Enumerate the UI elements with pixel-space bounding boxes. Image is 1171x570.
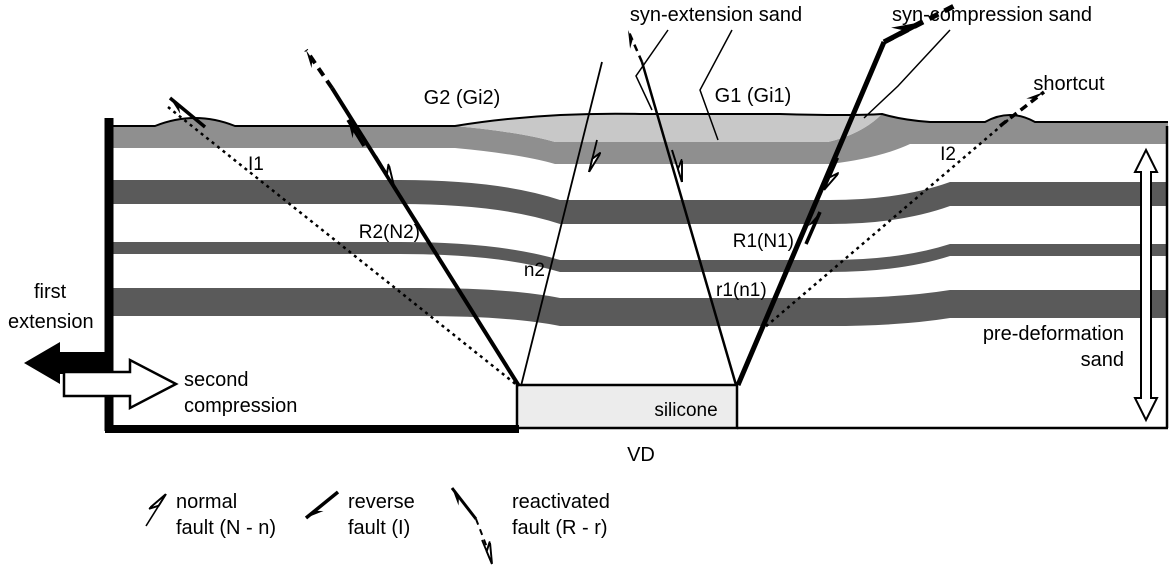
fault-n2-line <box>520 61 603 387</box>
label-syn-compression-sand: syn-compression sand <box>892 4 1092 26</box>
legend: normal fault (N - n) reverse fault (I) r… <box>145 487 610 564</box>
second-compression-arrow <box>62 357 179 411</box>
label-extension: extension <box>8 311 94 333</box>
fault-r1-big-reverse-arrow <box>804 211 822 245</box>
leader-syn-extension-right <box>699 29 733 141</box>
label-fault-i1: I1 <box>248 154 264 175</box>
legend-reactivated-dashed-part <box>475 518 489 551</box>
sand-band-middle <box>108 242 1168 272</box>
shortcut-arrow <box>998 90 1046 128</box>
fault-r2-normal-arrow <box>375 155 394 187</box>
label-fault-i2: I2 <box>940 144 956 165</box>
fault-r2-line <box>330 86 521 388</box>
label-compression: compression <box>184 395 297 417</box>
fault-r2-reverse-arrow <box>346 119 366 147</box>
label-shortcut: shortcut <box>1033 73 1105 95</box>
silicone-block <box>515 383 739 430</box>
fault-i1-reverse-arrow <box>168 96 207 129</box>
leader-syn-compression <box>863 29 951 119</box>
surface-outline <box>108 112 1168 127</box>
legend-normal-label-line2: fault (N - n) <box>176 517 276 539</box>
legend-reverse-fault-icon <box>304 490 340 520</box>
label-second: second <box>184 369 249 391</box>
label-vd: VD <box>627 444 655 466</box>
label-fault-r1n1-big: R1(N1) <box>733 231 794 252</box>
sand-band-upper <box>108 180 1168 224</box>
legend-reactivated-fault-icon <box>450 487 492 564</box>
fault-r2-top-arrow <box>304 48 334 90</box>
sand-band-lower <box>108 288 1168 326</box>
label-silicone: silicone <box>654 400 717 421</box>
label-fault-r1n1-small: r1(n1) <box>716 280 767 301</box>
legend-reactivated-label-line2: fault (R - r) <box>512 517 608 539</box>
fault-r1-big-normal-arrow <box>822 157 838 190</box>
legend-normal-label-line1: normal <box>176 491 237 513</box>
legend-reactivated-open-part <box>481 539 492 564</box>
label-fault-r2n2: R2(N2) <box>359 222 420 243</box>
legend-reactivated-filled-part <box>450 487 478 520</box>
label-first: first <box>34 281 67 303</box>
legend-reverse-label-line2: fault (I) <box>348 517 410 539</box>
label-syn-extension-sand: syn-extension sand <box>630 4 802 26</box>
label-pre-deformation-sand: sand <box>1081 349 1124 371</box>
fault-i1-line <box>167 106 519 387</box>
fault-n2-normal-arrow <box>589 139 597 172</box>
light-sand-lens-g1 <box>455 113 882 142</box>
label-g2: G2 (Gi2) <box>424 87 501 109</box>
fault-r1-small-top-arrow <box>626 29 644 63</box>
fault-r1-small-normal-arrow <box>671 149 682 183</box>
legend-reactivated-label-line1: reactivated <box>512 491 610 513</box>
leader-syn-extension-left <box>635 29 669 111</box>
pre-deformation-extent-arrow <box>1133 147 1159 423</box>
fault-i2-line <box>763 119 1009 329</box>
label-pre-deformation: pre-deformation <box>983 323 1124 345</box>
label-g1: G1 (Gi1) <box>715 85 792 107</box>
fault-r1-small-line <box>640 61 738 386</box>
label-fault-n2: n2 <box>524 260 545 281</box>
legend-normal-fault-icon <box>145 494 166 527</box>
fault-r1-big-top-arrow <box>882 19 924 45</box>
legend-reverse-label-line1: reverse <box>348 491 415 513</box>
